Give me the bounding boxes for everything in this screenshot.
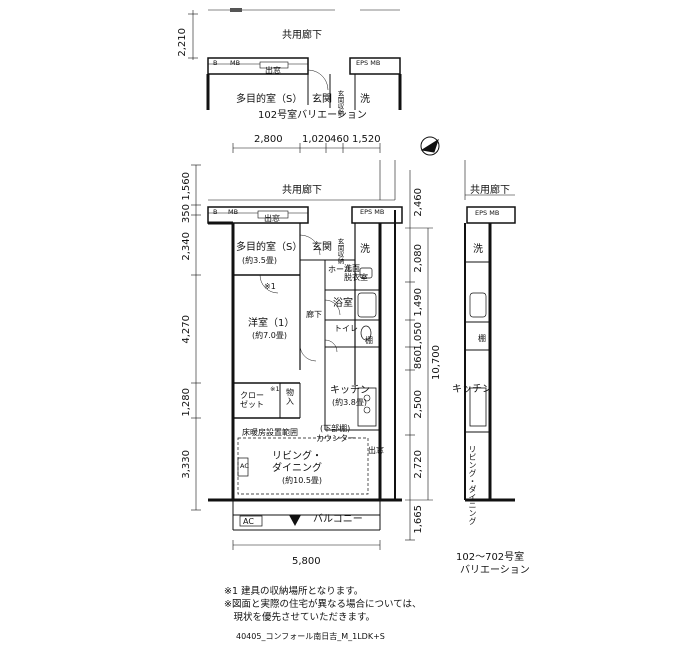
counter-label: カウンター bbox=[316, 434, 356, 443]
dim-2800: 2,800 bbox=[254, 134, 283, 145]
note1-marker: ※1 bbox=[264, 282, 276, 291]
multi-room-label: 多目的室（S） bbox=[236, 242, 303, 253]
entrance-storage-top: 玄関収納 bbox=[336, 90, 344, 116]
dim-2340: 2,340 bbox=[181, 232, 192, 261]
caption-right-2: バリエーション bbox=[460, 565, 530, 576]
note-line-3: 現状を優先させていただきます。 bbox=[224, 612, 376, 623]
dim-1050: 1,050 bbox=[413, 322, 424, 351]
dim-2720: 2,720 bbox=[413, 450, 424, 479]
caption-102: 102号室バリエーション bbox=[258, 110, 367, 121]
entrance-top: 玄関 bbox=[312, 94, 332, 105]
shelf-label-right: 棚 bbox=[478, 334, 486, 343]
toilet-label: トイレ bbox=[334, 324, 358, 333]
multi-room-area: (約3.5畳) bbox=[242, 256, 277, 265]
note-line-1: ※1 建具の収納場所となります。 bbox=[224, 586, 364, 597]
living-dining-right: リビング・ダイニング bbox=[468, 445, 477, 525]
kitchen-area: (約3.8畳) bbox=[332, 398, 367, 407]
dim-460: 460 bbox=[330, 134, 350, 145]
eps-label-right: EPS MB bbox=[475, 209, 500, 217]
lower-shelf-label: (下部棚) bbox=[320, 424, 351, 433]
dim-5800: 5,800 bbox=[292, 556, 321, 567]
exit-window-top: 出窓 bbox=[265, 66, 281, 75]
eps-label-main: EPS MB bbox=[360, 208, 385, 216]
dim-2080: 2,080 bbox=[413, 244, 424, 273]
wash-label-right: 洗 bbox=[473, 244, 483, 255]
western-room-area: (約7.0畳) bbox=[252, 331, 287, 340]
wash-top: 洗 bbox=[360, 94, 370, 105]
dim-1520: 1,520 bbox=[352, 134, 381, 145]
dim-350: 350 bbox=[181, 204, 192, 224]
dim-1020: 1,020 bbox=[302, 134, 331, 145]
balcony-label: バルコニー bbox=[313, 514, 363, 525]
wash-label: 洗 bbox=[360, 244, 370, 255]
b-label-main: B bbox=[213, 208, 218, 216]
mb-label-top: MB bbox=[230, 59, 241, 67]
footer-id: 40405_コンフォール南日吉_M_1LDK+S bbox=[236, 632, 385, 641]
b-label-top: B bbox=[213, 59, 218, 67]
corridor-label-top: 共用廊下 bbox=[282, 30, 322, 41]
dim-4270: 4,270 bbox=[181, 315, 192, 344]
dim-860: 860 bbox=[413, 350, 424, 370]
caption-right-1: 102～702号室 bbox=[456, 552, 525, 563]
dim-top-2210: 2,210 bbox=[177, 28, 188, 57]
mb-label-main: MB bbox=[228, 208, 239, 216]
corridor-inner-label: 廊下 bbox=[306, 310, 322, 319]
dim-1280: 1,280 bbox=[181, 388, 192, 417]
multi-room-top: 多目的室（S） bbox=[236, 94, 303, 105]
dim-total-10700: 10,700 bbox=[431, 345, 442, 380]
dressing-room-label: 洗面 脱衣室 bbox=[344, 264, 368, 282]
ac-label-living: AC bbox=[240, 462, 249, 470]
dim-2460: 2,460 bbox=[413, 188, 424, 217]
floor-heating-label: 床暖房設置範囲 bbox=[242, 428, 298, 437]
dim-1560: 1,560 bbox=[181, 172, 192, 201]
dim-1665: 1,665 bbox=[413, 505, 424, 534]
entrance-storage-label: 玄関収納 bbox=[336, 238, 344, 264]
closet-note-marker: ※1 bbox=[270, 385, 280, 393]
ac-label-balcony: AC bbox=[243, 517, 254, 526]
entrance-label: 玄関 bbox=[312, 242, 332, 253]
dining-label: ダイニング bbox=[272, 463, 322, 474]
dim-1490: 1,490 bbox=[413, 288, 424, 317]
corridor-label-main: 共用廊下 bbox=[282, 185, 322, 196]
western-room-label: 洋室（1） bbox=[248, 318, 295, 329]
storage-label: 物 入 bbox=[286, 388, 294, 406]
exit-window-living: 出窓 bbox=[368, 446, 384, 455]
living-label: リビング・ bbox=[272, 451, 322, 462]
note-line-2: ※図面と実際の住宅が異なる場合については、 bbox=[224, 599, 422, 610]
kitchen-label-right: キッチン bbox=[452, 384, 492, 395]
bath-label: 浴室 bbox=[333, 298, 353, 309]
eps-label-top: EPS MB bbox=[356, 59, 381, 67]
dim-3330: 3,330 bbox=[181, 450, 192, 479]
exit-window-main: 出窓 bbox=[264, 214, 280, 223]
living-area: (約10.5畳) bbox=[282, 476, 323, 485]
dim-2500: 2,500 bbox=[413, 390, 424, 419]
shelf-label: 棚 bbox=[365, 336, 373, 345]
corridor-label-right: 共用廊下 bbox=[470, 185, 510, 196]
hall-label: ホール bbox=[328, 265, 352, 274]
kitchen-label: キッチン bbox=[330, 385, 370, 396]
closet-label: クロー ゼット bbox=[240, 391, 264, 409]
